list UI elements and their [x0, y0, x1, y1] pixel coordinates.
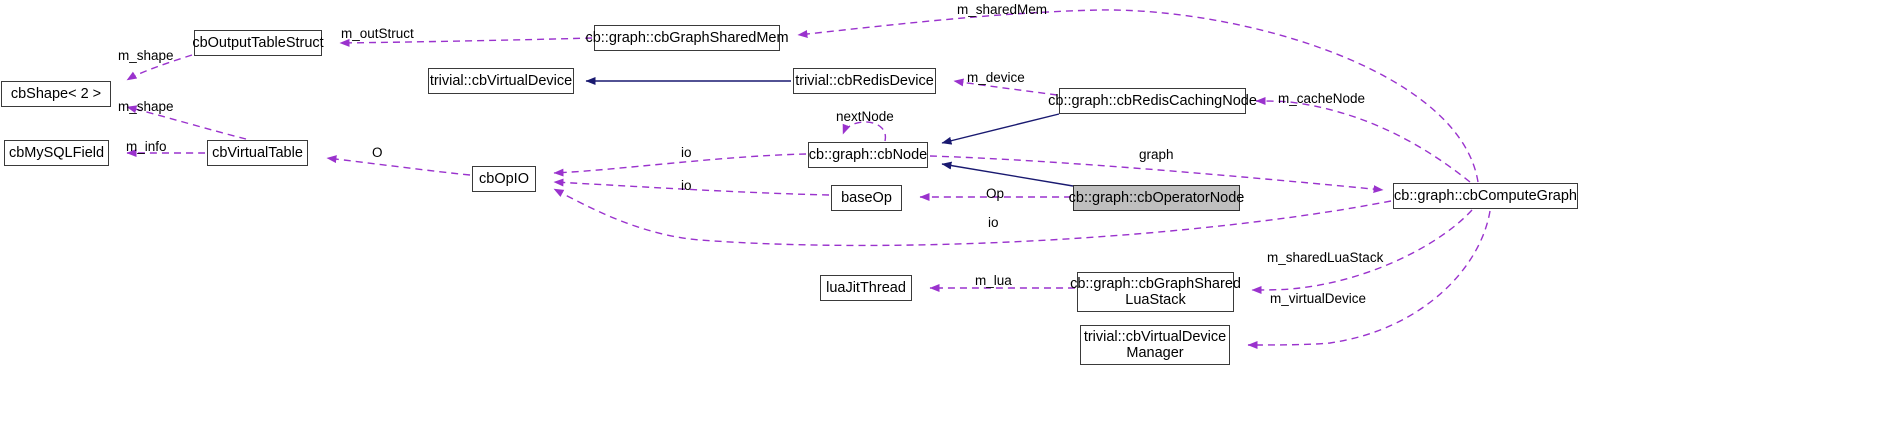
edge-graph: [929, 155, 1384, 194]
edge-label-m-cacheNode: m_cacheNode: [1278, 91, 1366, 106]
node-cbMySQLField[interactable]: cbMySQLField: [4, 140, 109, 166]
edge-label-m-lua: m_lua: [975, 273, 1012, 288]
node-trivial-cbRedisDevice[interactable]: trivial::cbRedisDevice: [793, 68, 936, 94]
edge-O: [326, 155, 471, 176]
node-trivial-cbVirtualDevice[interactable]: trivial::cbVirtualDevice: [428, 68, 574, 94]
edge-m-shape-outstruct: [126, 54, 193, 81]
edge-label-m-outStruct: m_outStruct: [341, 26, 414, 41]
edge-io-baseop: [553, 178, 830, 196]
node-cbRedisCachingNode[interactable]: cb::graph::cbRedisCachingNode: [1048, 88, 1257, 114]
edge-nextNode: [842, 121, 886, 142]
edge-label-m-sharedLuaStack: m_sharedLuaStack: [1267, 250, 1384, 265]
edge-io-computegraph: [553, 188, 1392, 247]
edge-label-m-virtualDevice: m_virtualDevice: [1270, 291, 1367, 306]
edge-label-m-info: m_info: [126, 139, 167, 154]
edge-label-Op: Op: [986, 186, 1005, 201]
node-trivial-cbVirtualDeviceManager[interactable]: trivial::cbVirtualDevice Manager: [1080, 325, 1230, 365]
node-luaJitThread[interactable]: luaJitThread: [820, 275, 912, 301]
node-cbOperatorNode[interactable]: cb::graph::cbOperatorNode: [1069, 185, 1244, 211]
edge-inherit-operatornode: [941, 161, 1074, 187]
node-baseOp[interactable]: baseOp: [831, 185, 902, 211]
node-cbVirtualTable[interactable]: cbVirtualTable: [207, 140, 308, 166]
node-cbOutputTableStruct[interactable]: cbOutputTableStruct: [192, 30, 324, 56]
edge-label-m-shape-bottom: m_shape: [118, 99, 174, 114]
edge-label-io-3: io: [988, 215, 999, 230]
edge-m-virtualDevice: [1247, 210, 1491, 349]
edge-io-node: [553, 153, 807, 177]
edge-label-m-device: m_device: [967, 70, 1025, 85]
node-cbNode[interactable]: cb::graph::cbNode: [808, 142, 928, 168]
edge-label-nextNode: nextNode: [836, 109, 894, 124]
edge-inherit-rediscachingnode: [941, 113, 1060, 145]
edge-m-outStruct: [339, 37, 593, 47]
node-cbGraphSharedMem[interactable]: cb::graph::cbGraphSharedMem: [585, 25, 789, 51]
node-cbGraphSharedLuaStack[interactable]: cb::graph::cbGraphShared LuaStack: [1070, 272, 1241, 312]
edge-label-graph: graph: [1139, 147, 1174, 162]
edge-m-sharedMem: [797, 9, 1479, 183]
node-cbShape2[interactable]: cbShape< 2 >: [1, 81, 111, 107]
node-cbOpIO[interactable]: cbOpIO: [472, 166, 536, 192]
edge-m-cacheNode: [1255, 97, 1471, 183]
edge-label-m-shape-top: m_shape: [118, 48, 174, 63]
edge-label-O: O: [372, 145, 383, 160]
edge-label-io-2: io: [681, 178, 692, 193]
edge-m-shape-virtualtable: [126, 105, 247, 140]
edge-m-sharedLuaStack: [1251, 209, 1473, 294]
edge-label-m-sharedMem: m_sharedMem: [957, 2, 1048, 17]
node-cbComputeGraph[interactable]: cb::graph::cbComputeGraph: [1393, 183, 1578, 209]
edge-m-device: [953, 78, 1058, 96]
edge-label-io-1: io: [681, 145, 692, 160]
